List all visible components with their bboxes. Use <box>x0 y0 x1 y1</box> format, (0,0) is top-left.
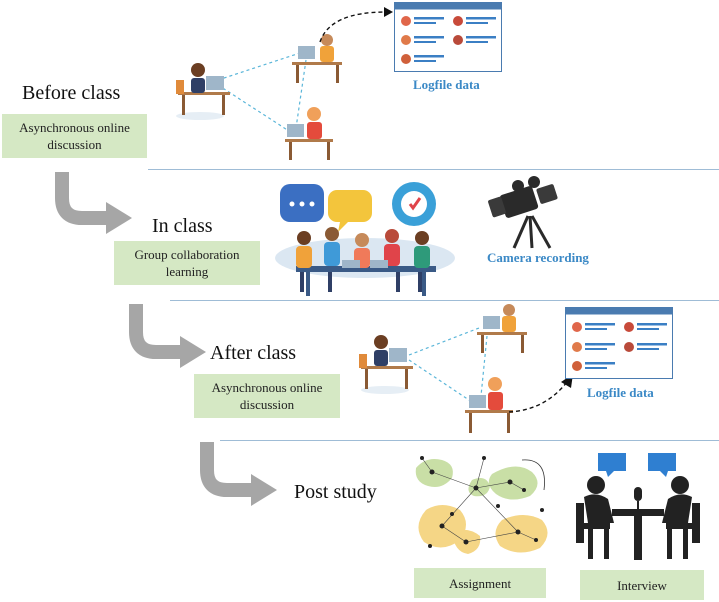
flow-arrow-2 <box>129 304 206 368</box>
before-class-data-label: Logfile data <box>413 77 480 92</box>
logfile-window-before <box>394 2 502 72</box>
before-class-network-illustration <box>176 34 342 160</box>
divider-2 <box>170 300 719 301</box>
after-class-data-label: Logfile data <box>587 385 654 400</box>
group-collaboration-illustration <box>275 182 455 296</box>
interview-label-box: Interview <box>580 570 704 600</box>
post-study-title: Post study <box>294 481 377 503</box>
after-class-network-illustration <box>359 304 527 433</box>
before-class-title: Before class <box>22 82 121 104</box>
flow-arrow-1 <box>55 172 132 234</box>
assignment-label-box: Assignment <box>414 568 546 598</box>
divider-1 <box>148 169 719 170</box>
after-class-activity-box: Asynchronous online discussion <box>194 374 340 418</box>
camera-recording-label: Camera recording <box>487 250 589 265</box>
assignment-concept-map <box>415 456 548 554</box>
flow-arrow-3 <box>200 442 277 506</box>
in-class-title: In class <box>152 215 213 237</box>
divider-3 <box>220 440 719 441</box>
in-class-activity-box: Group collaboration learning <box>114 241 260 285</box>
logfile-window-after <box>565 307 673 379</box>
before-class-activity-box: Asynchronous online discussion <box>2 114 147 158</box>
camera-icon <box>488 176 558 249</box>
after-class-title: After class <box>210 342 297 364</box>
before-class-data-arrow <box>319 7 393 43</box>
interview-illustration <box>576 453 700 560</box>
